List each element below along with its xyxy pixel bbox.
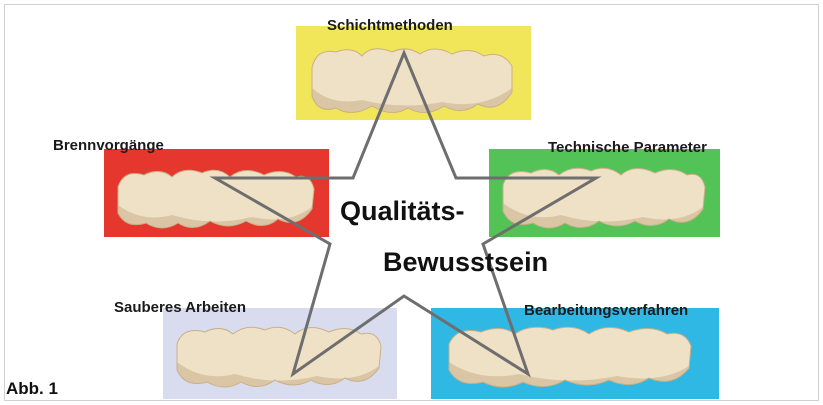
label-schichtmethoden: Schichtmethoden <box>327 18 453 33</box>
label-brennvorgaenge: Brennvorgänge <box>53 138 164 153</box>
figure-label: Abb. 1 <box>6 380 58 397</box>
label-bearbeitungsverfahren: Bearbeitungsverfahren <box>524 303 688 318</box>
panel-technische-parameter <box>489 149 720 237</box>
dental-bridge-image-technische-parameter <box>489 149 720 237</box>
center-title-line2: Bewusstsein <box>383 249 548 276</box>
label-technische-parameter: Technische Parameter <box>548 140 707 155</box>
panel-bearbeitungsverfahren <box>431 308 719 399</box>
dental-bridge-image-brennvorgaenge <box>104 149 329 237</box>
dental-bridge-image-sauberes-arbeiten <box>163 308 397 399</box>
dental-bridge-image-bearbeitungsverfahren <box>431 308 719 399</box>
panel-schichtmethoden <box>296 26 531 120</box>
dental-bridge-image-schichtmethoden <box>296 26 531 120</box>
label-sauberes-arbeiten: Sauberes Arbeiten <box>114 300 246 315</box>
center-title-line1: Qualitäts- <box>340 198 465 225</box>
panel-sauberes-arbeiten <box>163 308 397 399</box>
panel-brennvorgaenge <box>104 149 329 237</box>
